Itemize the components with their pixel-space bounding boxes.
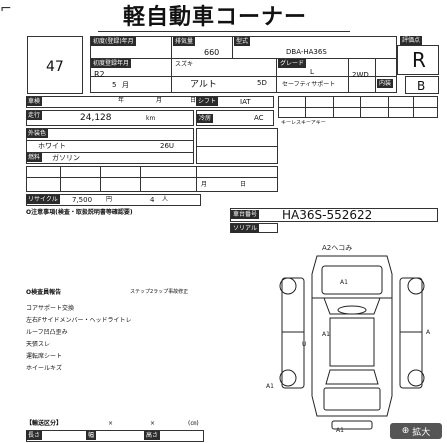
model-code: DBA-HA36S [286, 48, 327, 56]
diagram-label: A [426, 329, 431, 336]
zoom-label: 拡大 [412, 427, 431, 438]
drive: 2WD [352, 71, 369, 79]
ac-value: AC [254, 114, 264, 122]
zoom-icon: ⊕ [401, 426, 410, 436]
diagram-label: A2ヘコみ [322, 244, 352, 252]
ac-header: 冷房 [197, 114, 214, 123]
note-line: 天張スレ [26, 341, 51, 348]
doors: 5D [257, 79, 267, 87]
first-reg-month: 5 [112, 81, 117, 89]
header-frame [90, 36, 397, 93]
note-line: ルーフ凹凸歪み [26, 329, 68, 336]
transport-row [26, 430, 204, 442]
grade-sub: セーフティサポート [282, 81, 336, 88]
ac-box [196, 110, 274, 126]
corner-mark-icon: ⌐ [0, 1, 12, 17]
displacement: 660 [204, 48, 220, 57]
note-line: ホイールキズ [26, 365, 63, 372]
interior-box [405, 76, 439, 94]
lot-box [27, 36, 83, 94]
grade: L [310, 68, 314, 76]
lot-number: 47 [46, 59, 64, 75]
chassis-number: HA36S-552622 [282, 208, 373, 222]
inspection-header: 車検 [26, 97, 43, 106]
evaluation-header: 評価点 [400, 36, 423, 45]
diagram-label: A1 [340, 279, 348, 286]
evaluation-box [397, 45, 439, 75]
notes-list: コアサポート交換 左右Fサイドメンバー・ヘッドライトレ ルーフ凹凸歪み 天張スレ… [26, 303, 131, 375]
mileage-header: 走行 [26, 111, 43, 120]
notice: O注意事項(検査・取扱説明書等確認要) [26, 209, 133, 216]
notes-header-2: ステップ2ラップ事故修正 [130, 289, 189, 295]
notes-header: O検査員報告 [26, 289, 62, 296]
color-code: 26U [160, 142, 175, 150]
detail-grid [26, 166, 278, 192]
mileage-unit: km [146, 115, 156, 122]
recycle-unit: 円 [106, 196, 113, 203]
fuel-header: 燃料 [26, 153, 43, 162]
color-block [26, 128, 194, 164]
first-reg-header: 初度(登録)年月 [91, 37, 136, 46]
height-label: 高さ [144, 431, 161, 440]
keyless: キーレスキーアキー [281, 120, 326, 126]
month-unit: 月 [122, 81, 129, 89]
fuel: ガソリン [52, 154, 80, 162]
maker: スズキ [175, 61, 194, 68]
length-label: 長さ [26, 431, 43, 440]
transport-label: 【輸送区分】 [26, 420, 63, 427]
diagram-label: A1 [336, 427, 344, 434]
seats-unit: 人 [162, 196, 169, 203]
recycle-fee: 7,500 [72, 196, 93, 204]
car-name: アルト [190, 80, 217, 90]
first-reg-year: R2 [94, 70, 105, 79]
color-header: 外装色 [26, 129, 49, 138]
zoom-button[interactable]: ⊕ 拡大 [390, 423, 442, 439]
month-unit-3: 月 [201, 181, 208, 188]
shift-header: シフト [196, 97, 219, 106]
diagram-label: U [302, 341, 306, 348]
diagram-label: A1 [266, 383, 274, 390]
grade-label: グレード [278, 59, 307, 68]
transmission: IAT [240, 98, 251, 106]
year-unit: 年 [118, 97, 125, 104]
note-line: コアサポート交換 [26, 305, 75, 312]
times-1: × [108, 420, 114, 427]
day-unit: 日 [190, 97, 197, 104]
interior-header: 内装 [377, 79, 394, 88]
displacement-header: 排気量 [173, 37, 196, 46]
note-line: 運転席シート [26, 353, 63, 360]
cm-unit: (㎝) [188, 420, 199, 427]
evaluation-score: R [412, 48, 426, 72]
model-code-header: 型式 [234, 37, 251, 46]
note-line: 左右Fサイドメンバー・ヘッドライトレ [26, 317, 132, 324]
mileage: 24,128 [80, 113, 112, 123]
car-damage-diagram: A2ヘコみ [266, 244, 431, 434]
month-unit-2: 月 [156, 97, 163, 104]
sheet-title: 軽自動車コーナー [123, 4, 308, 30]
diagram-label: A1 [322, 331, 330, 338]
chassis-header: 車台番号 [231, 210, 260, 219]
day-unit-2: 日 [240, 181, 247, 188]
color: ホワイト [38, 142, 66, 150]
width-label: 幅 [86, 431, 97, 440]
times-2: × [150, 420, 156, 427]
seats: 4 [150, 196, 155, 204]
recycle-header: リサイクル [26, 195, 60, 204]
plate-header: ソリアル [231, 224, 259, 233]
interior-score: B [417, 79, 426, 93]
first-reg-label: 初度登録年月 [91, 59, 132, 68]
inspection-row [26, 96, 274, 108]
chassis-row [230, 208, 438, 222]
